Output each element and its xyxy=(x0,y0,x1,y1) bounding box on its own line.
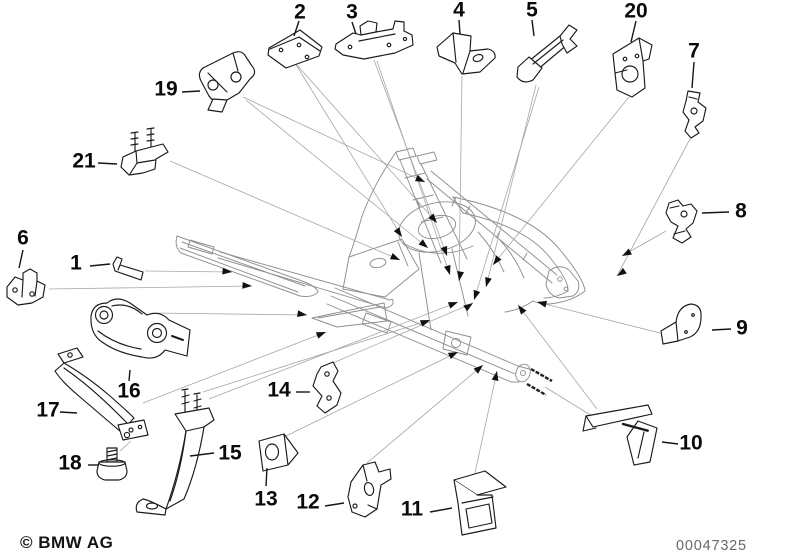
rail-end-studs xyxy=(526,367,553,397)
part-1-drawing xyxy=(112,256,144,281)
part-callout-5: 5 xyxy=(526,0,538,22)
part-callout-3: 3 xyxy=(346,0,358,24)
part-callout-17: 17 xyxy=(36,398,60,422)
part-11-drawing xyxy=(453,470,507,536)
part-18-drawing xyxy=(96,447,128,481)
part-callout-11: 11 xyxy=(400,497,424,521)
diagram-plate-number: 00047325 xyxy=(676,538,747,554)
part-12-drawing xyxy=(347,461,392,518)
part-21-drawing xyxy=(120,127,169,176)
part-14-drawing xyxy=(312,361,342,414)
part-callout-15: 15 xyxy=(218,441,242,465)
part-callout-12: 12 xyxy=(296,490,320,514)
part-8-drawing xyxy=(665,199,698,244)
part-callout-7: 7 xyxy=(688,39,700,63)
part-callout-18: 18 xyxy=(58,451,82,475)
part-6-drawing xyxy=(6,268,46,306)
part-7-drawing xyxy=(682,90,707,139)
part-callout-1: 1 xyxy=(70,251,82,275)
part-callout-21: 21 xyxy=(72,149,96,173)
part-callout-8: 8 xyxy=(735,199,747,223)
part-drawings xyxy=(6,20,707,536)
part-3-drawing xyxy=(334,20,414,60)
part-callout-20: 20 xyxy=(624,0,648,23)
part-callout-14: 14 xyxy=(267,378,291,402)
leader-lines xyxy=(48,59,691,474)
assembly-line-art xyxy=(175,147,586,383)
part-15-drawing xyxy=(135,388,215,516)
part-19-drawing xyxy=(198,51,256,113)
part-callout-9: 9 xyxy=(736,316,748,340)
part-callout-2: 2 xyxy=(294,0,306,24)
part-13-drawing xyxy=(258,433,299,472)
copyright-notice: © BMW AG xyxy=(20,533,114,552)
part-callout-19: 19 xyxy=(154,77,178,101)
part-20-drawing xyxy=(612,37,653,98)
part-10-drawing xyxy=(582,404,658,466)
part-callout-16: 16 xyxy=(117,379,141,403)
part-4-drawing xyxy=(436,32,496,75)
part-callout-4: 4 xyxy=(453,0,465,22)
part-5-drawing xyxy=(516,24,578,83)
part-2-drawing xyxy=(267,29,323,69)
callout-dashes xyxy=(18,19,732,513)
part-callout-10: 10 xyxy=(679,431,703,455)
location-arrows xyxy=(222,174,632,381)
part-17-drawing xyxy=(54,347,149,441)
part-16-drawing xyxy=(90,298,191,359)
part-callout-13: 13 xyxy=(254,487,278,511)
part-9-drawing xyxy=(660,303,702,345)
part-callout-6: 6 xyxy=(17,226,29,250)
